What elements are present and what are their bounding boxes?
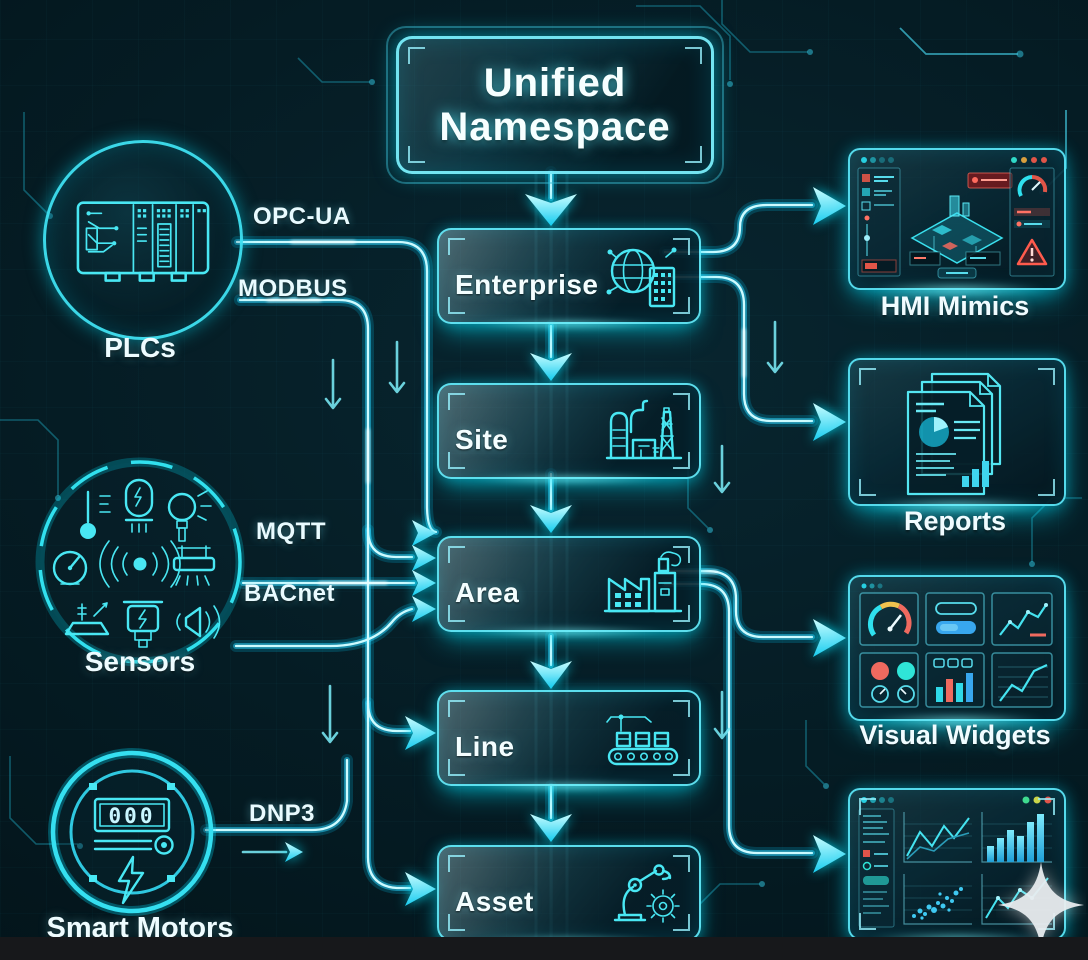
refinery-icon: [605, 399, 683, 460]
visual-widgets-panel: [848, 575, 1066, 721]
plcs-circle: [43, 140, 243, 340]
analytics-dashboard-panel: [848, 788, 1066, 940]
reports-label: Reports: [903, 506, 1006, 536]
node-site: Site: [437, 383, 701, 479]
hmi-mimics-panel: [848, 148, 1066, 290]
factory-icon: [603, 551, 683, 613]
protocol-bacnet: BACnet: [244, 580, 335, 607]
plc-icon: [76, 201, 210, 282]
bottom-letterbox-strip: [0, 937, 1088, 960]
protocol-modbus: MODBUS: [238, 275, 348, 302]
plcs-label: PLCs: [104, 332, 176, 363]
visual-widgets-label: Visual Widgets: [859, 720, 1051, 750]
sparkle-watermark-icon: [998, 862, 1084, 948]
node-enterprise: Enterprise: [437, 228, 701, 324]
protocol-dnp3: DNP3: [249, 800, 316, 827]
hmi-mimics-label: HMI Mimics: [880, 291, 1030, 321]
diagram-title: Unified Namespace: [439, 61, 671, 149]
hmi-screen-icon: [857, 157, 1055, 279]
node-line: Line: [437, 690, 701, 786]
node-asset: Asset: [437, 845, 701, 941]
protocol-opc-ua: OPC-UA: [253, 203, 351, 230]
robot-arm-gear-icon: [613, 864, 680, 923]
node-enterprise-label: Enterprise: [455, 268, 599, 300]
sensor-ring-icon: [35, 457, 245, 667]
analytics-dashboard-icon: [858, 796, 1052, 928]
title-box: Unified Namespace: [386, 26, 724, 184]
widget-grid-icon: [859, 583, 1053, 708]
reports-panel: [848, 358, 1066, 506]
protocol-mqtt: MQTT: [256, 518, 326, 545]
globe-building-icon: [606, 247, 677, 308]
node-area: Area: [437, 536, 701, 632]
smart-meter-icon: 000: [48, 748, 216, 916]
node-area-label: Area: [455, 576, 520, 608]
node-line-label: Line: [455, 730, 515, 762]
report-documents-icon: [906, 372, 1002, 496]
node-asset-label: Asset: [455, 885, 534, 917]
meter-reading: 000: [109, 804, 156, 828]
conveyor-icon: [606, 714, 679, 766]
node-site-label: Site: [455, 423, 509, 455]
sensors-label: Sensors: [84, 646, 196, 677]
